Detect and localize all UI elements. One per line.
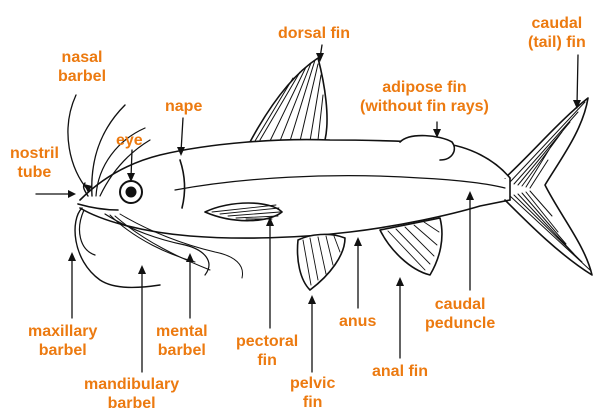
label-caudal-peduncle: caudal peduncle [425,295,495,333]
label-dorsal-fin: dorsal fin [278,24,350,43]
label-adipose-fin: adipose fin (without fin rays) [360,78,489,116]
pelvic-fin-shape [298,234,346,290]
label-maxillary-barbel: maxillary barbel [28,322,97,360]
label-nape: nape [165,97,202,116]
caudal-fin-shape [505,98,592,275]
label-caudal-fin: caudal (tail) fin [528,14,586,52]
label-anal-fin: anal fin [372,362,428,381]
label-eye: eye [116,131,143,150]
label-anus: anus [339,312,376,331]
label-pectoral-fin: pectoral fin [236,332,298,370]
label-nasal-barbel: nasal barbel [58,48,106,86]
pectoral-fin-shape [205,203,282,221]
label-nostril-tube: nostril tube [10,144,59,182]
dorsal-fin-shape [250,58,327,142]
label-mental-barbel: mental barbel [156,322,208,360]
label-mandibulary-barbel: mandibulary barbel [84,375,179,413]
label-pelvic-fin: pelvic fin [290,374,335,412]
fish-body [78,136,510,239]
